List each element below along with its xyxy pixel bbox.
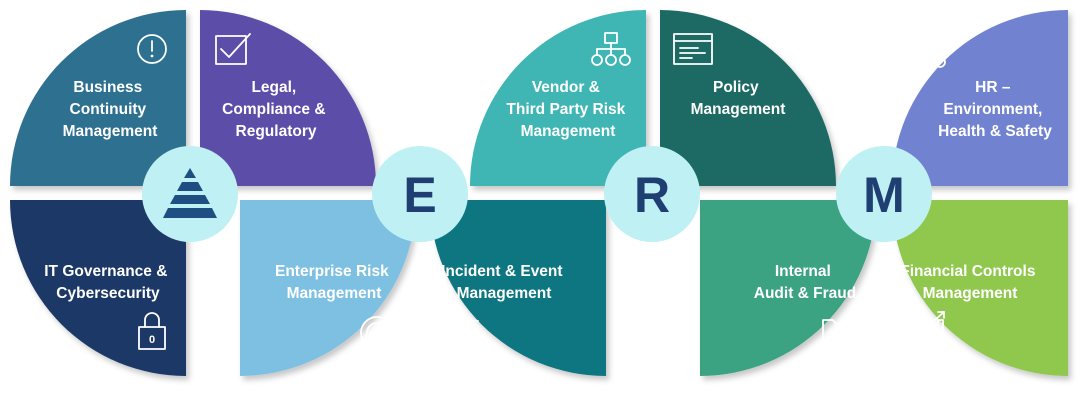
- segment-label-line: Continuity: [70, 101, 147, 118]
- segment-label-line: Cybersecurity: [56, 285, 160, 302]
- segment-business-continuity: Business Continuity Management: [10, 10, 186, 186]
- svg-text:Financial Controls Man: Financial Controls Management: [900, 263, 1040, 302]
- lock-icon: 0: [138, 312, 166, 350]
- segment-label-line: Vendor &: [532, 79, 600, 96]
- segment-enterprise-risk: Enterprise Risk Management: [240, 200, 416, 376]
- hub-letter: R: [634, 167, 670, 223]
- svg-text:Incident & Event Manag: Incident & Event Management: [441, 263, 567, 302]
- hub-circle: [372, 146, 468, 242]
- segment-hr-ehs: HR – Environment, Health & Safety: [892, 10, 1068, 186]
- hub-circle: [604, 146, 700, 242]
- segment-label-line: Incident & Event: [441, 263, 562, 280]
- segment-label-line: Enterprise Risk: [275, 263, 389, 280]
- segment-internal-audit: Internal Audit & Fraud: [700, 200, 876, 376]
- hub-letter: E: [403, 167, 436, 223]
- segment-label-line: IT Governance &: [44, 263, 167, 280]
- hub-r: R: [604, 146, 700, 242]
- segment-policy: Policy Management: [660, 10, 836, 186]
- hub-circle: [836, 146, 932, 242]
- segment-it-governance: IT Governance & Cybersecurity 0: [10, 200, 186, 376]
- checkbox-icon: [215, 33, 251, 65]
- person-gear-icon: [908, 31, 946, 68]
- segment-shape: [430, 200, 606, 376]
- segment-label-line: Health & Safety: [938, 123, 1052, 140]
- segment-shape: [470, 10, 646, 186]
- segment-label-line: Management: [63, 123, 158, 140]
- segment-label-line: Business: [73, 79, 142, 96]
- segment-label-line: Management: [691, 101, 786, 118]
- segment-label-line: Management: [457, 285, 552, 302]
- segment-shape: [660, 10, 836, 186]
- segment-label-line: Regulatory: [236, 123, 317, 140]
- svg-text:HR – Environment,: HR – Environment, Health & Safety: [938, 79, 1052, 140]
- lock-digit: 0: [149, 334, 155, 346]
- segment-shape: [240, 200, 416, 376]
- hub-pyramid: [142, 146, 238, 242]
- org-chart-icon: [591, 32, 631, 66]
- svg-text:Policy Management: Policy Management: [691, 79, 786, 118]
- hub-m: M: [836, 146, 932, 242]
- svg-text:Business Continuity: Business Continuity Management: [63, 79, 158, 140]
- hubs: E R M: [142, 146, 932, 242]
- hub-e: E: [372, 146, 468, 242]
- sliders-icon: [449, 316, 479, 350]
- segment-shape: [10, 200, 186, 376]
- segment-label-line: Legal,: [251, 79, 296, 96]
- segment-shape: [892, 10, 1068, 186]
- segment-label-line: Audit & Fraud: [754, 285, 856, 302]
- segment-financial-controls: Financial Controls Management: [892, 200, 1068, 376]
- segment-shape: [10, 10, 186, 186]
- segment-vendor-risk: Vendor & Third Party Risk Management: [470, 10, 646, 186]
- radar-icon: [360, 316, 394, 350]
- folder-icon: [822, 319, 859, 349]
- svg-text:IT Governance & Cybers: IT Governance & Cybersecurity: [44, 263, 172, 302]
- segment-label-line: HR –: [975, 79, 1011, 96]
- svg-text:Legal, Compliance &: Legal, Compliance & Regulatory: [222, 79, 330, 140]
- hub-circle: [142, 146, 238, 242]
- pyramid-icon: [163, 168, 217, 218]
- segment-shape: [200, 10, 376, 186]
- segment-label-line: Financial Controls: [900, 263, 1035, 280]
- segment-label-line: Environment,: [943, 101, 1042, 118]
- alert-icon: [137, 34, 167, 64]
- segment-label-line: Management: [923, 285, 1018, 302]
- segment-incident-event: Incident & Event Management: [430, 200, 606, 376]
- segment-label-line: Third Party Risk: [506, 101, 625, 118]
- segment-label-line: Compliance &: [222, 101, 325, 118]
- segment-legal-compliance: Legal, Compliance & Regulatory: [200, 10, 376, 186]
- svg-text:Vendor & Third Party R: Vendor & Third Party Risk Management: [506, 79, 629, 140]
- segment-label-line: Management: [521, 123, 616, 140]
- segment-shape: [700, 200, 876, 376]
- segments: Business Continuity Management Legal, Co…: [10, 10, 1068, 376]
- browser-window-icon: [673, 33, 713, 65]
- segment-label-line: Internal: [775, 263, 831, 280]
- segment-label-line: Management: [287, 285, 382, 302]
- svg-text:Enterprise Risk Manage: Enterprise Risk Management: [275, 263, 393, 302]
- segment-shape: [892, 200, 1068, 376]
- svg-text:Internal Audit & Fraud: Internal Audit & Fraud: [754, 263, 856, 302]
- hub-letter: M: [863, 167, 905, 223]
- segment-label-line: Policy: [713, 79, 759, 96]
- growth-chart-icon: [909, 311, 945, 349]
